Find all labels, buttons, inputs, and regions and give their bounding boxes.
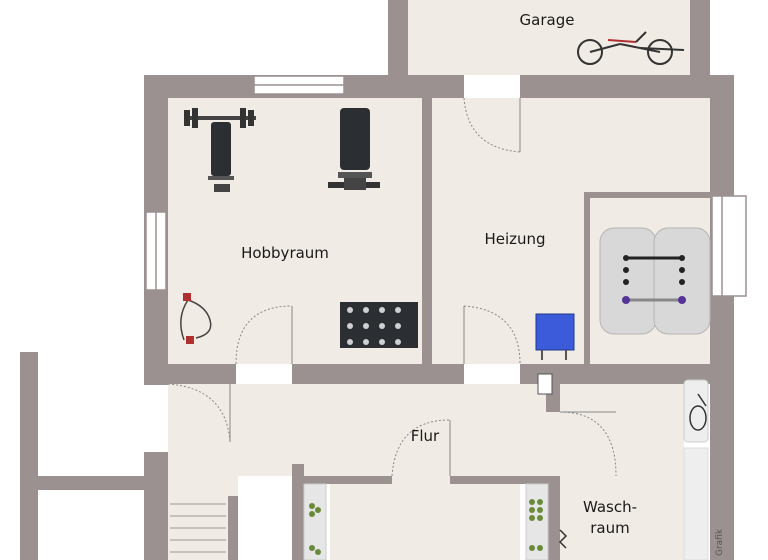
wall: [292, 464, 304, 560]
weight-bench-icon: [328, 108, 380, 190]
staircase-icon: [170, 503, 226, 553]
wall: [546, 476, 560, 560]
wall: [38, 476, 144, 490]
wall: [292, 364, 464, 384]
door-leaves: [229, 98, 616, 476]
boiler-icon: [535, 313, 575, 395]
wall: [20, 352, 38, 560]
lower-room-floor: [330, 476, 520, 560]
garage-label: Garage: [520, 11, 575, 29]
wall: [144, 364, 236, 384]
windows: [145, 75, 747, 297]
wall: [228, 496, 238, 560]
wall: [144, 452, 168, 560]
door-swing: [235, 305, 293, 365]
bicycle-icon: [577, 31, 685, 65]
flur-label: Flur: [411, 427, 440, 445]
wall: [584, 192, 710, 198]
wall: [450, 476, 560, 484]
wall: [690, 0, 710, 76]
hobbyraum-label: Hobbyraum: [241, 244, 329, 262]
bench-press-icon: [184, 108, 256, 192]
floor-areas: [168, 0, 710, 560]
wall: [292, 476, 392, 484]
waschraum-label-line1: Wasch-: [583, 498, 637, 516]
wall: [388, 0, 408, 76]
oil-tank-icon: [599, 227, 711, 335]
wall: [584, 192, 590, 364]
garage-floor: [408, 0, 690, 75]
waschraum-label-line2: raum: [590, 519, 629, 537]
doors: [167, 97, 617, 477]
resistance-band-icon: [180, 293, 212, 344]
shelf-icon: [303, 483, 568, 560]
washing-machine-icon: [683, 379, 709, 560]
door-swing: [463, 97, 521, 153]
wall: [710, 75, 734, 560]
door-swing: [463, 305, 521, 365]
door-swing: [167, 383, 231, 443]
heizung-label: Heizung: [484, 230, 545, 248]
credit-label: Grafik: [715, 528, 725, 556]
wall: [520, 364, 734, 384]
door-swing: [391, 419, 451, 477]
dumbbell-rack-icon: [340, 302, 418, 348]
waschraum-floor: [560, 384, 684, 560]
stair-floor: [168, 476, 238, 560]
wall: [422, 98, 432, 364]
door-swing: [559, 411, 617, 477]
wall: [520, 75, 734, 98]
window: [711, 195, 747, 297]
